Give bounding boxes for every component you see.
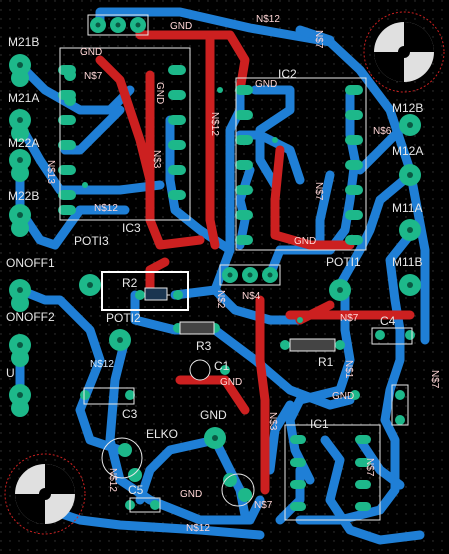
net-label-n7-bottom: N$7 <box>254 500 273 511</box>
net-label-n7-topright: N$7 <box>313 30 324 49</box>
label-u: U <box>6 366 15 380</box>
net-label-n7-right: N$7 <box>340 313 359 324</box>
label-elko: ELKO <box>146 427 179 441</box>
net-label-gnd-bottom: GND <box>180 489 203 500</box>
net-label-n12-top: N$12 <box>256 14 280 25</box>
label-c1: C1 <box>214 359 230 373</box>
net-label-gnd-top: GND <box>170 21 193 32</box>
label-m22a: M22A <box>8 136 40 150</box>
net-label-gnd-ic2: GND <box>255 79 278 90</box>
net-label-n7-ic3: N$7 <box>84 71 103 82</box>
label-c3: C3 <box>122 407 138 421</box>
label-onoff1: ONOFF1 <box>6 256 55 270</box>
label-r2: R2 <box>122 276 138 290</box>
top-copper-traces <box>95 20 415 495</box>
net-label-n7-edge: N$7 <box>429 370 440 389</box>
net-label-n6: N$6 <box>373 126 392 137</box>
net-label-n2-vertical: N$2 <box>215 290 226 309</box>
net-label-gnd-right: GND <box>332 391 355 402</box>
label-m12a: M12A <box>392 144 424 158</box>
pad-holes <box>17 22 413 441</box>
label-m11b: M11B <box>392 255 423 269</box>
net-label-n12-vertical: N$12 <box>209 112 220 136</box>
net-label-n7-ic1: N$7 <box>364 458 375 477</box>
label-poti3: POTI3 <box>74 234 109 248</box>
net-label-n3-vertical: N$3 <box>151 150 162 169</box>
label-c4: C4 <box>380 314 396 328</box>
label-poti1: POTI1 <box>326 255 361 269</box>
label-r3: R3 <box>196 339 212 353</box>
label-ic2: IC2 <box>278 67 297 81</box>
mounting-hole-top-right <box>363 11 445 93</box>
label-r1: R1 <box>318 355 334 369</box>
label-m12b: M12B <box>392 101 424 115</box>
mounting-hole-bottom-left <box>4 453 86 535</box>
label-m21b: M21B <box>8 35 40 49</box>
net-label-n3-low: N$3 <box>267 412 278 431</box>
net-label-n13-vertical: N$13 <box>45 160 56 184</box>
net-label-n1-vertical: N$1 <box>343 360 354 379</box>
net-label-n12-mid: N$12 <box>94 203 118 214</box>
net-label-gnd-vertical: GND <box>154 82 165 105</box>
pads-ic2 <box>235 85 363 245</box>
net-label-gnd-ic3: GND <box>80 47 103 58</box>
net-label-n4: N$4 <box>242 291 261 302</box>
label-m22b: M22B <box>8 189 40 203</box>
r2-selection-box[interactable] <box>101 271 189 311</box>
silkscreen <box>59 14 413 521</box>
label-onoff2: ONOFF2 <box>6 310 55 324</box>
label-ic1: IC1 <box>310 417 329 431</box>
label-c5: C5 <box>128 483 144 497</box>
label-poti2: POTI2 <box>106 311 141 325</box>
net-label-gnd-mid: GND <box>294 236 317 247</box>
label-m11a: M11A <box>392 201 423 215</box>
label-ic3: IC3 <box>122 221 141 235</box>
net-label-n12-elko: N$12 <box>107 468 118 492</box>
pads-ic1 <box>290 435 371 511</box>
net-label-n7-ic2: N$7 <box>313 182 324 201</box>
label-gnd-pad: GND <box>200 408 227 422</box>
net-label-n12-left: N$12 <box>90 359 114 370</box>
net-label-gnd-low: GND <box>220 377 243 388</box>
net-label-n12-bottom: N$12 <box>186 523 210 534</box>
r2-body <box>144 287 168 301</box>
label-m21a: M21A <box>8 91 40 105</box>
